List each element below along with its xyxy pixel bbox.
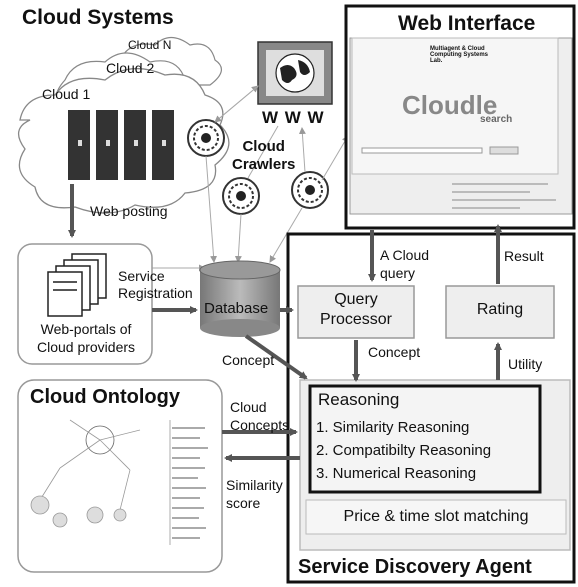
reasoning-item: 2. Compatibilty Reasoning [316,442,492,459]
rating-label: Rating [476,301,524,318]
web-page-tagline: Multiagent & Cloud Computing Systems Lab… [430,46,489,64]
service-discovery-agent-title: Service Discovery Agent [298,556,532,578]
database-cylinder [199,260,281,337]
www-label: W W W [262,108,325,127]
cloud-ontology-box [17,379,223,573]
reasoning-list: 1. Similarity Reasoning 2. Compatibilty … [316,416,491,485]
price-time-box [305,499,567,535]
ontology-graph-image [30,419,208,545]
reasoning-item: 1. Similarity Reasoning [316,419,470,436]
concept-mid-label: Concept [368,344,421,360]
cloudle-logo-sub: search [480,114,513,125]
cloud-n-label: Cloud N [128,38,172,52]
www-globe-icon [257,41,333,105]
price-time-label: Price & time slot matching [343,508,529,525]
cloud-1-label: Cloud 1 [42,86,91,102]
rating-box [445,285,555,339]
web-portal-pages-icon [47,253,107,317]
cloudle-logo: Cloudle [402,90,498,120]
concept-left-label: Concept [222,352,275,368]
query-processor-box [297,285,415,339]
result-label: Result [504,248,544,264]
reasoning-box [308,384,542,494]
database-label: Database [204,300,269,317]
reasoning-item: 3. Numerical Reasoning [316,465,477,482]
cloud-systems-title: Cloud Systems [22,6,174,29]
utility-label: Utility [508,356,543,372]
crawler-connectors [148,85,349,272]
flow-arrows [68,184,502,462]
web-posting-label: Web posting [90,203,168,219]
cloud-2-label: Cloud 2 [106,60,155,76]
cloud-ontology-title: Cloud Ontology [30,386,180,408]
web-interface-title: Web Interface [398,12,536,35]
reasoning-title: Reasoning [318,390,400,409]
server-rack-icon [68,110,174,180]
